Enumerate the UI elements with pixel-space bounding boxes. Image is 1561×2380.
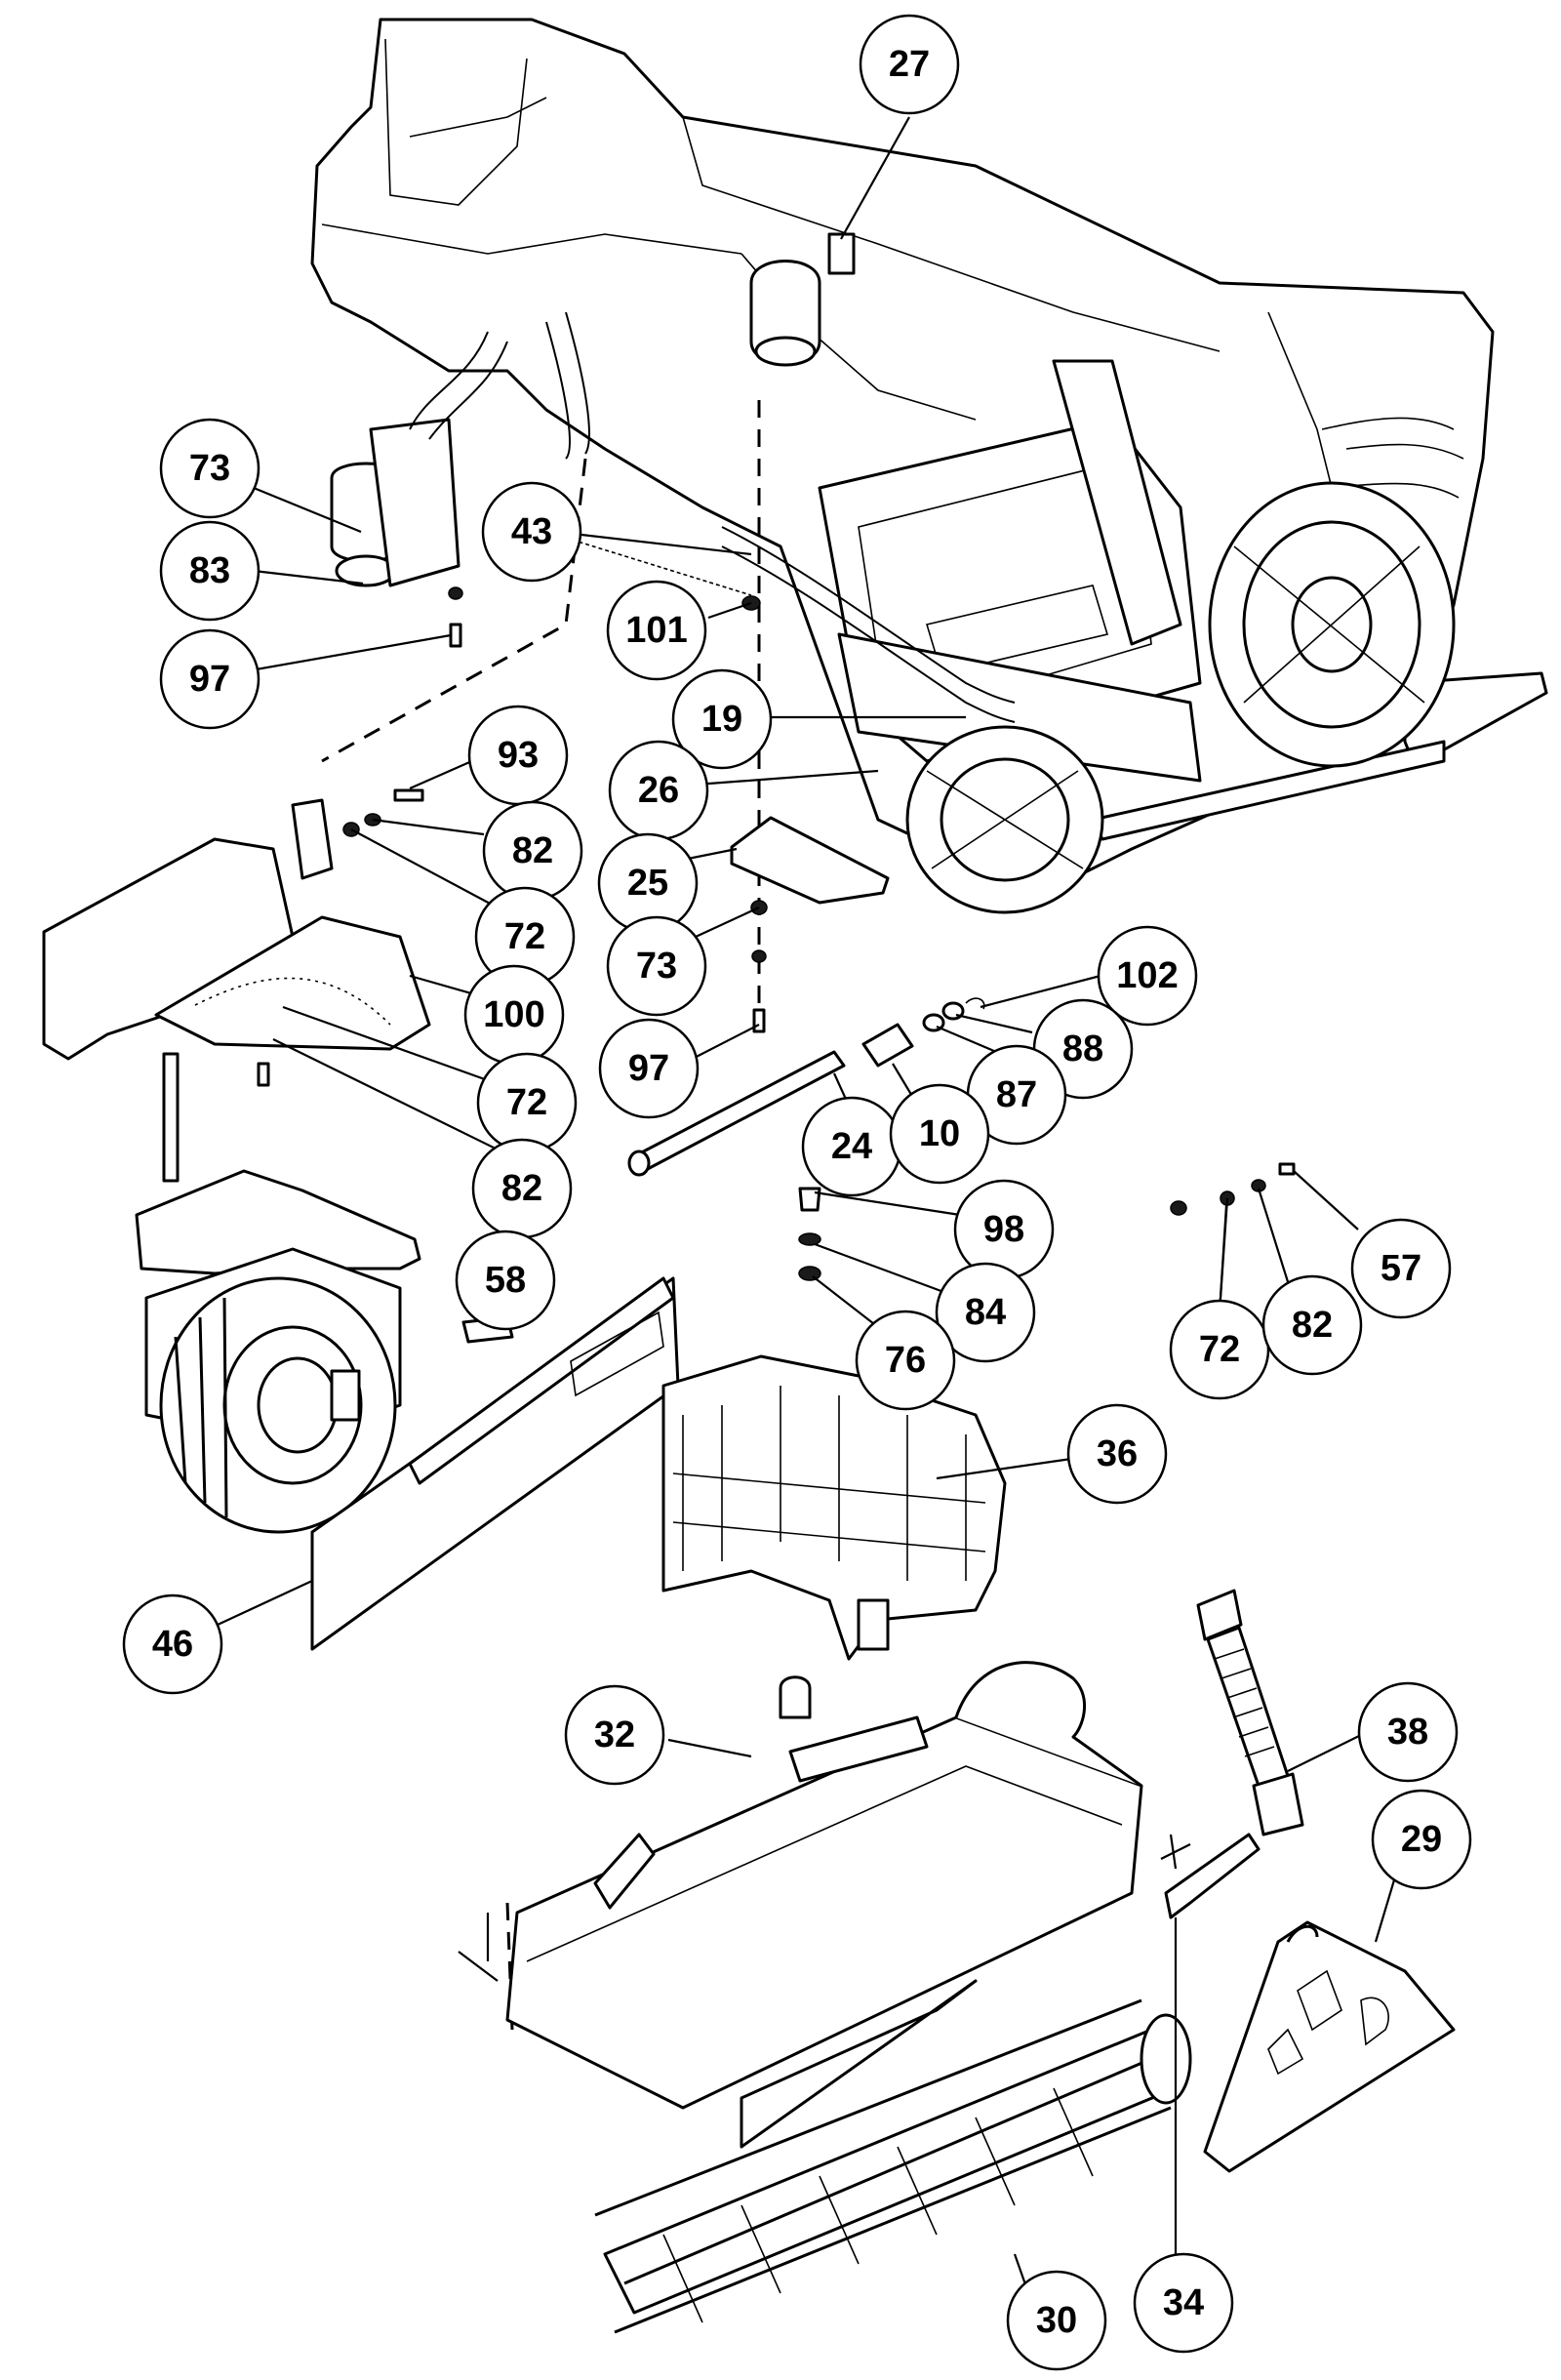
callout-label: 102 — [1116, 955, 1178, 996]
callout-label: 34 — [1163, 2282, 1204, 2323]
callout-84: 84 — [935, 1262, 1036, 1363]
brush-30 — [594, 1998, 1192, 2334]
callout-label: 84 — [965, 1292, 1006, 1333]
callout-label: 10 — [919, 1113, 960, 1154]
callout-19: 19 — [671, 668, 773, 770]
callout-label: 83 — [189, 550, 230, 591]
callout-25: 25 — [597, 832, 699, 934]
callout-76: 76 — [855, 1310, 956, 1411]
drive-wheel-assembly — [135, 1052, 421, 1534]
callout-87: 87 — [966, 1044, 1067, 1146]
callout-101: 101 — [606, 580, 707, 681]
callout-72: 72 — [1169, 1299, 1270, 1400]
callout-label: 93 — [498, 735, 539, 776]
callout-100: 100 — [463, 964, 565, 1066]
callout-label: 100 — [483, 994, 544, 1035]
callout-73: 73 — [606, 915, 707, 1017]
callout-label: 58 — [485, 1260, 526, 1301]
callout-label: 73 — [636, 946, 677, 987]
callout-label: 82 — [501, 1168, 542, 1209]
callout-label: 57 — [1381, 1248, 1421, 1289]
callout-29: 29 — [1371, 1789, 1472, 1890]
callout-73: 73 — [159, 418, 260, 519]
callout-label: 97 — [189, 659, 230, 700]
callout-30: 30 — [1006, 2270, 1107, 2371]
callout-10: 10 — [889, 1083, 990, 1185]
callout-97: 97 — [159, 628, 260, 730]
callout-label: 72 — [1199, 1329, 1240, 1370]
front-wheel — [905, 725, 1104, 914]
alignment-line-left — [321, 458, 587, 763]
callout-label: 97 — [628, 1048, 669, 1089]
callout-72: 72 — [476, 1052, 578, 1153]
callout-label: 24 — [831, 1126, 872, 1167]
leader-lines — [217, 116, 1407, 2319]
callout-83: 83 — [159, 520, 260, 622]
callout-label: 101 — [625, 610, 687, 651]
callout-label: 73 — [189, 448, 230, 489]
callout-43: 43 — [481, 481, 582, 583]
callout-label: 87 — [996, 1074, 1037, 1115]
callout-label: 72 — [506, 1082, 547, 1123]
callout-57: 57 — [1350, 1218, 1452, 1319]
callout-label: 32 — [594, 1714, 635, 1755]
callout-93: 93 — [467, 705, 569, 806]
callout-32: 32 — [564, 1684, 665, 1786]
machine-body — [310, 18, 1548, 914]
callout-102: 102 — [1097, 925, 1198, 1027]
hose-38 — [1196, 1589, 1304, 1836]
callout-label: 88 — [1062, 1029, 1103, 1069]
callout-label: 76 — [885, 1340, 926, 1381]
callout-label: 30 — [1036, 2300, 1077, 2341]
callout-38: 38 — [1357, 1681, 1459, 1783]
callout-label: 25 — [627, 863, 668, 904]
callout-36: 36 — [1066, 1403, 1168, 1505]
callout-label: 46 — [152, 1624, 193, 1665]
callout-34: 34 — [1133, 2252, 1234, 2354]
side-cover-100 — [42, 798, 431, 1061]
brush-housing-32 — [458, 1661, 1191, 2149]
callout-label: 82 — [1292, 1305, 1333, 1346]
callout-46: 46 — [122, 1593, 223, 1695]
callout-label: 82 — [512, 830, 553, 871]
callout-24: 24 — [801, 1096, 902, 1197]
callout-97: 97 — [598, 1018, 700, 1119]
callout-27: 27 — [859, 14, 960, 115]
callout-label: 29 — [1401, 1819, 1442, 1860]
alignment-line-brush — [505, 1902, 514, 2031]
callout-82: 82 — [471, 1138, 573, 1239]
callout-label: 72 — [504, 916, 545, 957]
rear-wheel — [1208, 481, 1456, 768]
callout-label: 36 — [1097, 1433, 1138, 1474]
callout-label: 98 — [983, 1209, 1024, 1250]
callout-label: 19 — [701, 699, 742, 740]
callout-98: 98 — [953, 1179, 1055, 1280]
bracket-34 — [1164, 1833, 1261, 1919]
panel-46 — [310, 1276, 680, 1651]
shaft-assembly — [627, 997, 985, 1177]
frame-36 — [661, 1354, 1007, 1661]
callout-26: 26 — [608, 740, 709, 841]
bracket-25 — [730, 816, 890, 905]
callout-82: 82 — [1261, 1274, 1363, 1376]
callout-label: 26 — [638, 770, 679, 811]
callout-label: 38 — [1387, 1712, 1428, 1753]
callout-58: 58 — [455, 1230, 556, 1331]
callout-82: 82 — [482, 800, 583, 902]
callout-label: 43 — [511, 511, 552, 552]
callout-label: 27 — [889, 44, 930, 85]
side-skirt-29 — [1203, 1920, 1456, 2173]
